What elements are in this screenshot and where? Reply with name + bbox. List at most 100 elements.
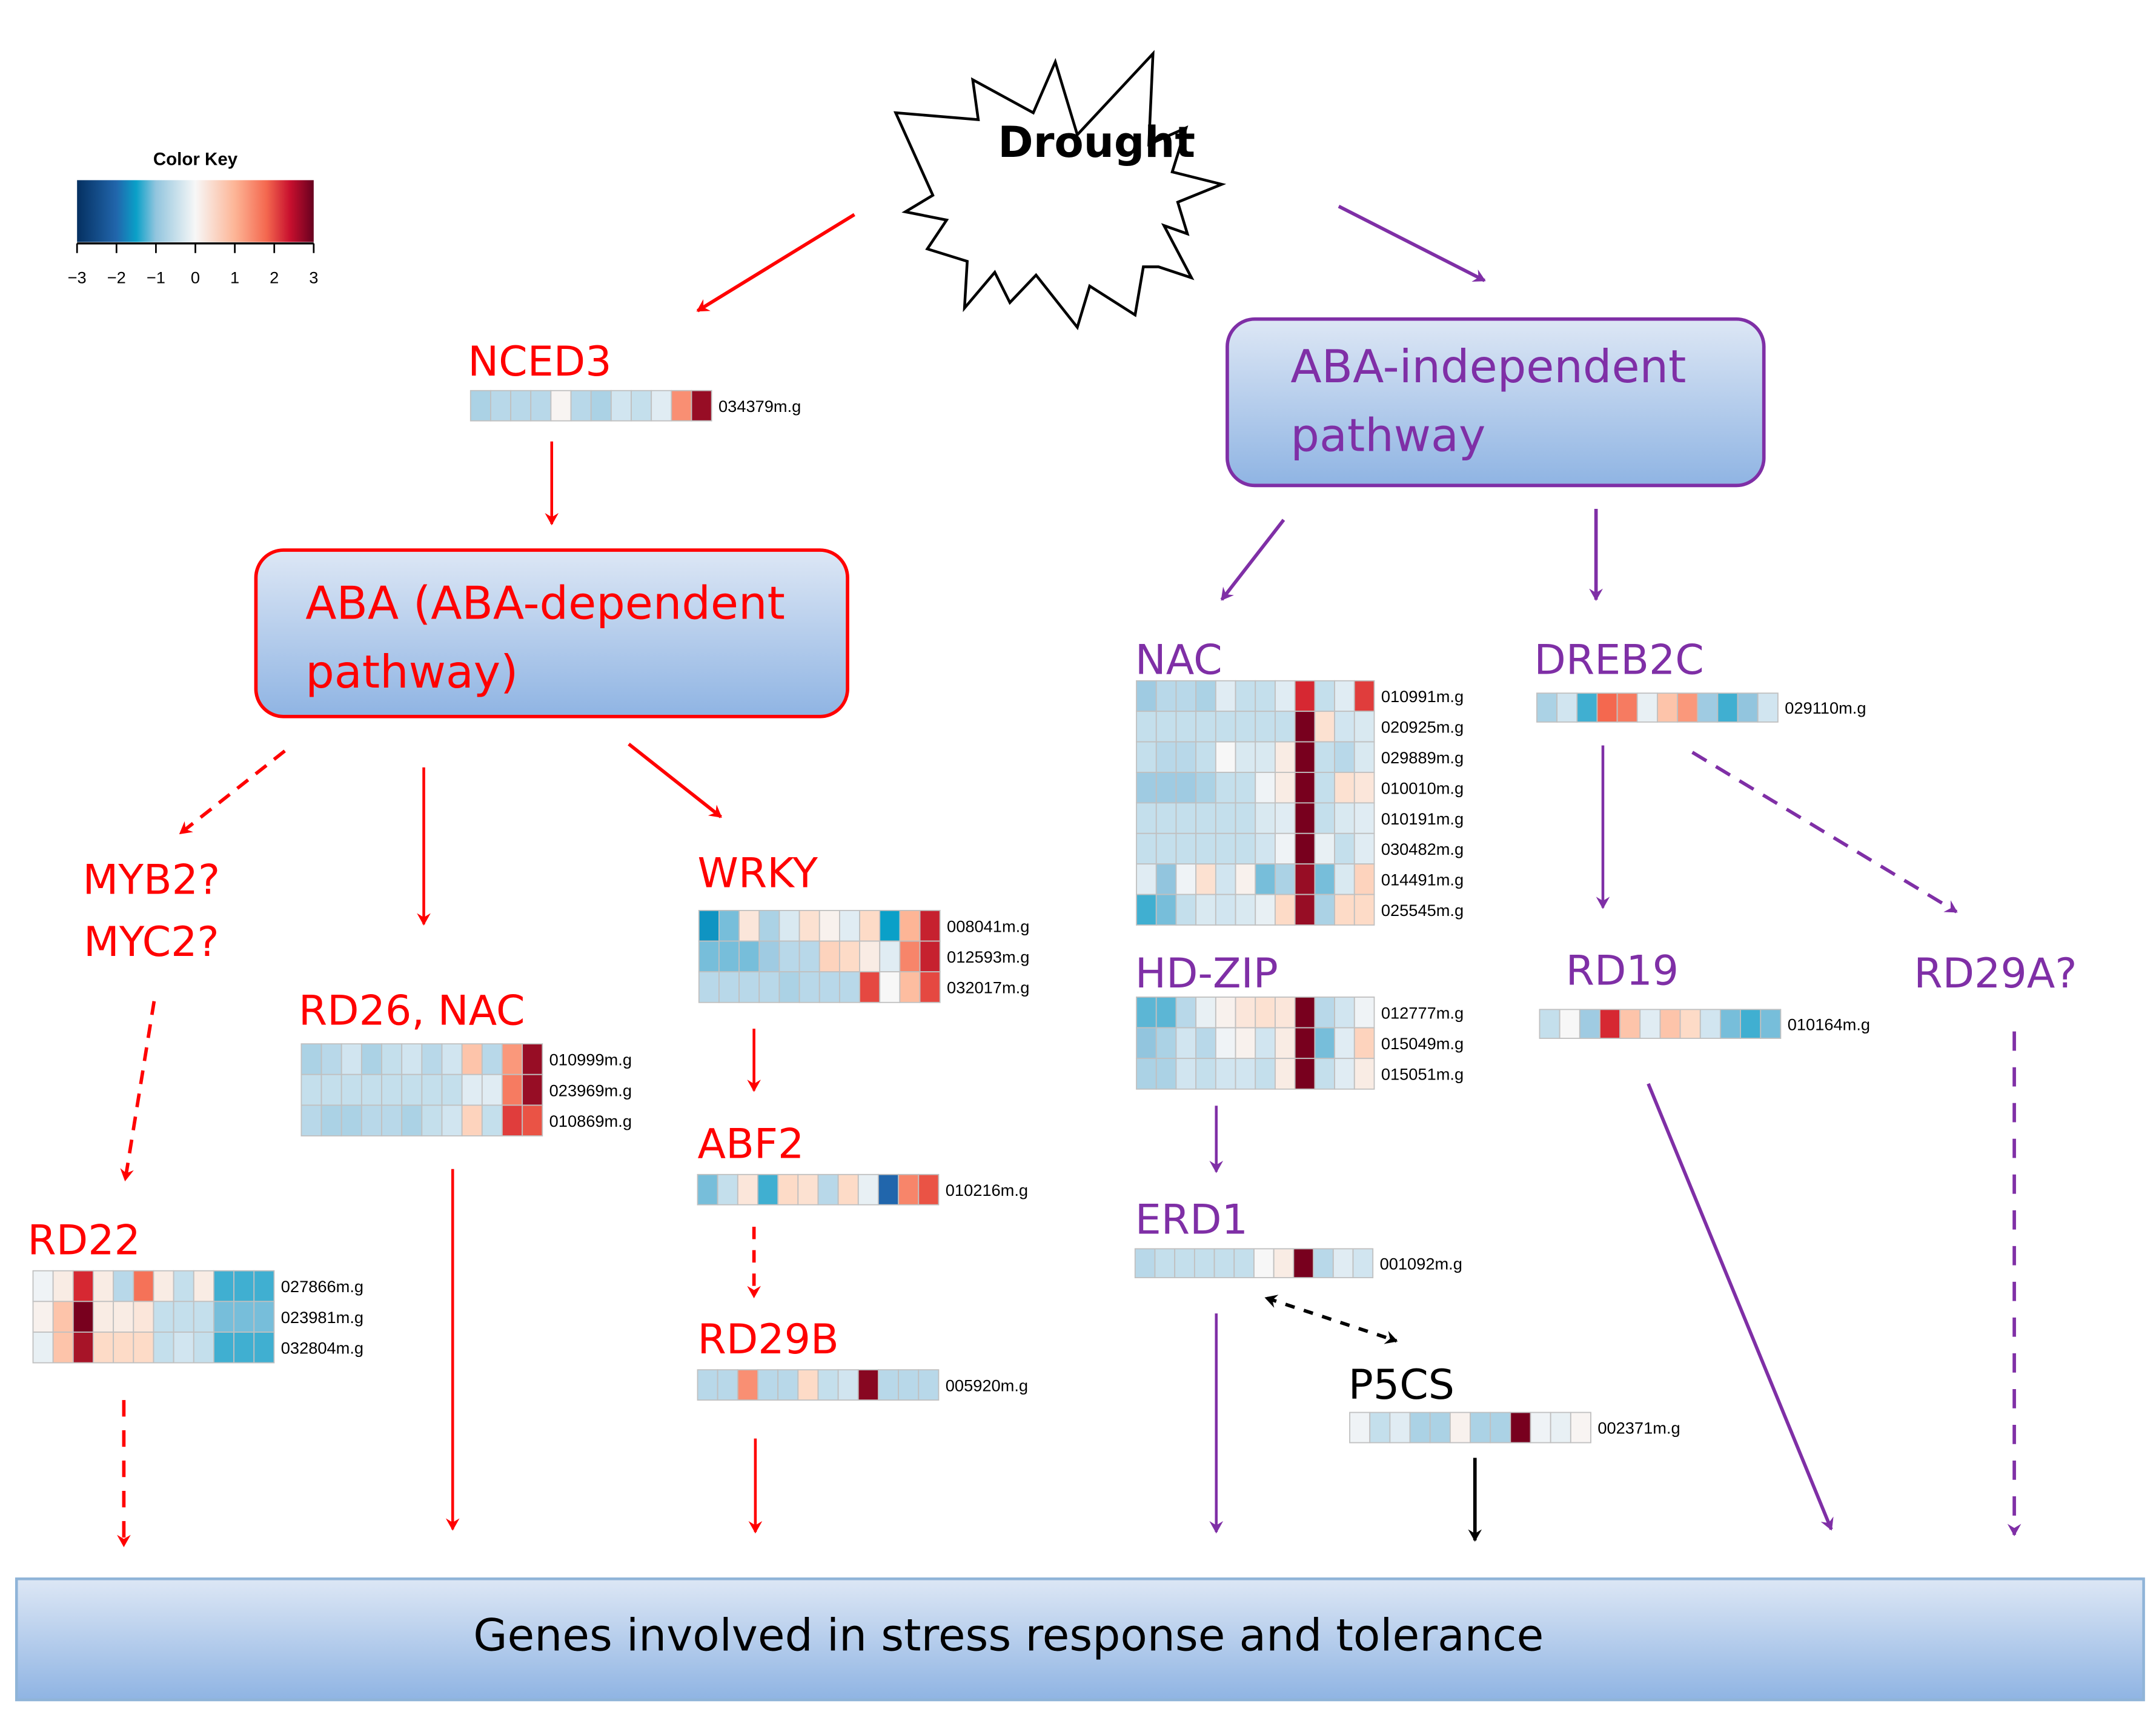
heatmap-cell: [919, 940, 941, 973]
heatmap-cell: [1334, 997, 1355, 1029]
heatmap-cell: [461, 1073, 483, 1106]
heatmap-cell: [401, 1043, 423, 1075]
heatmap-cell: [691, 390, 712, 422]
gene-id-label: 025545m.g: [1381, 901, 1464, 920]
heatmap-cell: [173, 1332, 194, 1364]
heatmap-cell: [193, 1270, 214, 1302]
arrow-rd19-to-outcome: [1647, 1083, 1834, 1531]
heatmap-cell: [1275, 894, 1296, 926]
gene-label-nac: NAC: [1135, 636, 1222, 684]
stress-label: Drought: [998, 118, 1195, 167]
heatmap-p5cs: 002371m.g: [1349, 1411, 1680, 1444]
heatmap-cell: [1136, 802, 1157, 834]
heatmap-cell: [918, 1369, 940, 1401]
gene-label-abf2: ABF2: [698, 1121, 804, 1169]
heatmap-cell: [1353, 741, 1375, 773]
heatmap-abf2: 010216m.g: [697, 1173, 1028, 1206]
heatmap-cell: [1294, 1027, 1316, 1060]
heatmap-dreb2c: 029110m.g: [1536, 692, 1866, 723]
heatmap-cell: [697, 1173, 718, 1206]
heatmap-cell: [1389, 1411, 1411, 1444]
heatmap-cell: [1134, 1248, 1156, 1278]
heatmap-cell: [481, 1073, 503, 1106]
heatmap-cell: [1294, 832, 1316, 865]
color-key-tick-label: −2: [107, 268, 126, 287]
heatmap-cell: [1136, 711, 1157, 743]
heatmap-cell: [1155, 997, 1177, 1029]
heatmap-cell: [441, 1043, 463, 1075]
heatmap-cell: [1235, 802, 1256, 834]
heatmap-cell: [340, 1043, 362, 1075]
heatmap-cell: [133, 1332, 154, 1364]
heatmap-cell: [173, 1270, 194, 1302]
heatmap-cell: [1697, 692, 1719, 723]
heatmap-cell: [1253, 1248, 1275, 1278]
heatmap-cell: [1275, 741, 1296, 773]
heatmap-cell: [1235, 711, 1256, 743]
gene-id-label: 023969m.g: [549, 1081, 632, 1100]
heatmap-nac: 010991m.g020925m.g029889m.g010010m.g0101…: [1136, 680, 1464, 926]
gene-id-label: 008041m.g: [947, 917, 1029, 935]
heatmap-cell: [1636, 692, 1658, 723]
heatmap-cell: [1195, 997, 1216, 1029]
heatmap-cell: [1449, 1411, 1471, 1444]
heatmap-cell: [1175, 1027, 1197, 1060]
heatmap-cell: [1293, 1248, 1315, 1278]
heatmap-cell: [1195, 802, 1216, 834]
heatmap-cell: [1334, 680, 1355, 712]
heatmap-cell: [381, 1073, 403, 1106]
heatmap-cell: [837, 1173, 859, 1206]
heatmap-cell: [1353, 832, 1375, 865]
heatmap-cell: [360, 1043, 382, 1075]
heatmap-cell: [777, 1173, 799, 1206]
heatmap-cell: [1175, 1058, 1197, 1090]
heatmap-row: 023969m.g: [300, 1073, 632, 1106]
heatmap-cell: [1174, 1248, 1195, 1278]
heatmap-row: 032804m.g: [32, 1332, 363, 1364]
heatmap-cell: [1136, 832, 1157, 865]
heatmap-cell: [837, 1369, 859, 1401]
heatmap-cell: [522, 1104, 543, 1136]
heatmap-cell: [879, 940, 901, 973]
heatmap-cell: [1155, 894, 1177, 926]
heatmap-cell: [1470, 1411, 1491, 1444]
heatmap-cell: [1576, 692, 1598, 723]
gene-label-p5cs: P5CS: [1348, 1361, 1454, 1409]
aba-independent-box: ABA-independent pathway: [1226, 317, 1766, 488]
heatmap-row: 010010m.g: [1136, 772, 1464, 804]
heatmap-cell: [738, 909, 760, 942]
heatmap-cell: [72, 1332, 94, 1364]
heatmap-row: 015051m.g: [1136, 1058, 1464, 1090]
heatmap-cell: [1314, 772, 1335, 804]
heatmap-cell: [919, 971, 941, 1003]
heatmap-cell: [1334, 772, 1355, 804]
aba-dependent-box: ABA (ABA-dependent pathway): [254, 548, 849, 718]
heatmap-cell: [838, 909, 860, 942]
heatmap-cell: [1215, 1027, 1236, 1060]
heatmap-cell: [421, 1104, 443, 1136]
heatmap-cell: [1294, 711, 1316, 743]
heatmap-cell: [1294, 680, 1316, 712]
heatmap-cell: [1136, 997, 1157, 1029]
heatmap-cell: [1579, 1009, 1600, 1039]
heatmap-cell: [1616, 692, 1638, 723]
gene-label-rd22: RD22: [27, 1216, 140, 1264]
heatmap-cell: [1313, 1248, 1334, 1278]
heatmap-cell: [1314, 711, 1335, 743]
heatmap-cell: [213, 1332, 235, 1364]
heatmap-cell: [1657, 692, 1678, 723]
heatmap-cell: [1155, 772, 1177, 804]
heatmap-cell: [1720, 1009, 1742, 1039]
arrow-drought-to-aba-independent: [1338, 205, 1486, 282]
heatmap-cell: [1530, 1411, 1551, 1444]
heatmap-cell: [461, 1043, 483, 1075]
color-key-title: Color Key: [153, 149, 238, 169]
heatmap-row: 023981m.g: [32, 1301, 363, 1333]
heatmap-cell: [1215, 802, 1236, 834]
gene-id-label: 023981m.g: [281, 1308, 363, 1327]
gene-id-label: 015049m.g: [1381, 1034, 1464, 1053]
heatmap-cell: [818, 971, 840, 1003]
